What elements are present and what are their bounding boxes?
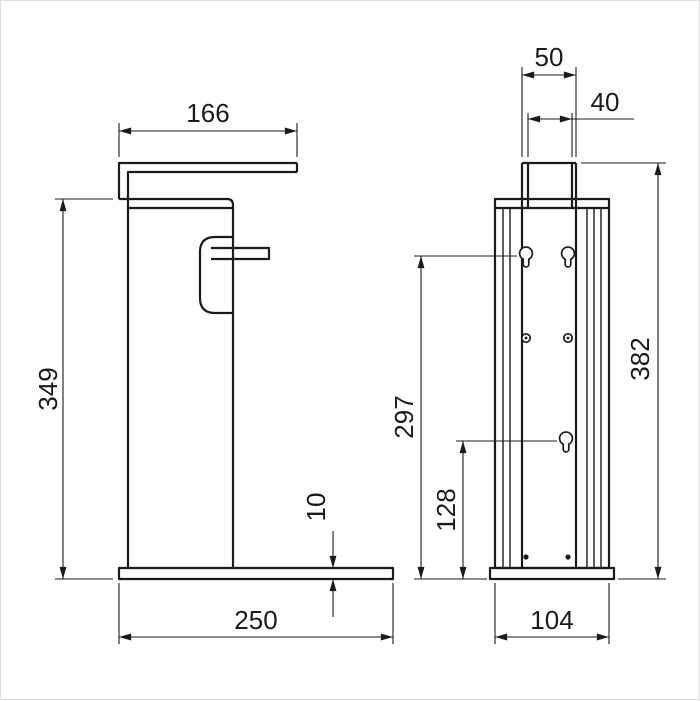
side-body-top-right — [119, 197, 235, 568]
rivet-dot-left — [523, 554, 529, 560]
front-body-outline — [493, 197, 611, 570]
dim-label-40: 40 — [591, 87, 620, 117]
side-lever-arm-inner — [126, 170, 297, 199]
dim-label-250: 250 — [234, 605, 277, 635]
front-base-plate — [488, 566, 616, 581]
front-view — [488, 161, 616, 581]
dimension-base-depth: 250 — [118, 583, 394, 644]
side-pump-lever — [211, 246, 271, 261]
side-view — [117, 161, 395, 581]
keyhole-slot-upper-left — [518, 246, 534, 268]
keyhole-slot-lower — [558, 431, 574, 453]
keyhole-slot-upper-right — [560, 246, 576, 268]
dimension-arm-length: 166 — [118, 98, 298, 157]
dim-label-382: 382 — [625, 337, 655, 380]
dim-label-297: 297 — [389, 395, 419, 438]
side-pump-hook — [198, 235, 233, 315]
dim-label-50: 50 — [535, 42, 564, 72]
dimension-lower-hole-height: 128 — [431, 440, 557, 579]
screw-hole-left-center — [524, 336, 528, 340]
dim-label-349: 349 — [33, 367, 63, 410]
dimension-overall-height: 382 — [581, 162, 666, 580]
rivet-dot-right — [565, 554, 571, 560]
dimension-base-thickness: 10 — [301, 493, 337, 617]
side-base-plate — [117, 566, 395, 581]
dim-label-10: 10 — [301, 493, 331, 522]
dimension-body-width: 104 — [494, 583, 610, 644]
side-lever-arm-outer — [117, 161, 297, 199]
dimension-bracket-outer-width: 50 — [521, 42, 577, 157]
dimension-body-height: 349 — [33, 198, 113, 580]
dimension-upper-holes-height: 297 — [389, 255, 517, 580]
dim-label-128: 128 — [431, 488, 461, 531]
screw-hole-right-center — [566, 336, 570, 340]
dim-label-166: 166 — [186, 98, 229, 128]
dimension-bracket-inner-width: 40 — [527, 87, 634, 157]
dim-label-104: 104 — [530, 605, 573, 635]
